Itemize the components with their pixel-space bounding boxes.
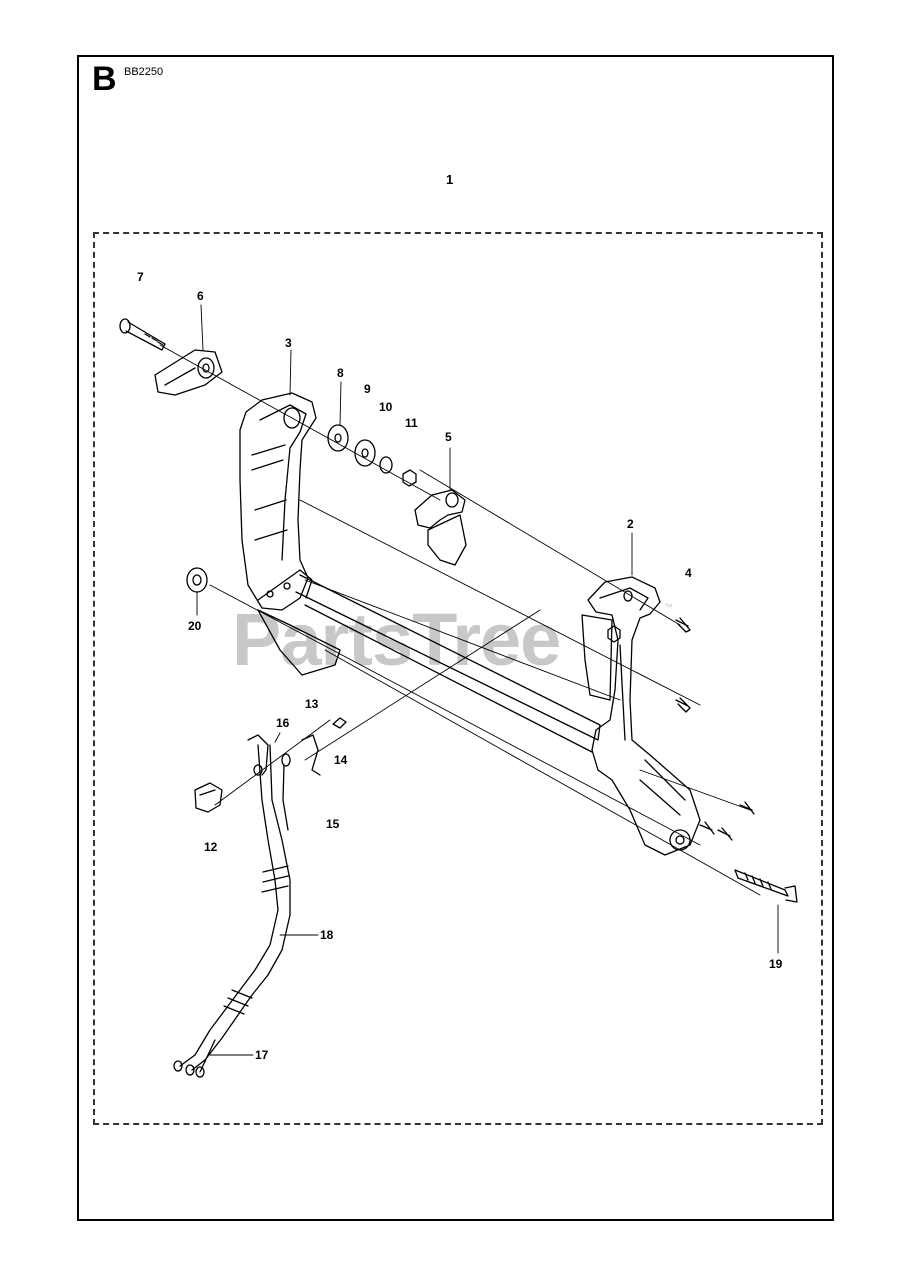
callout-9: 9 — [364, 382, 371, 396]
cable-part-18 — [173, 744, 291, 1078]
small-parts-13-16 — [247, 717, 347, 776]
callout-leaders — [196, 304, 779, 1056]
callout-2: 2 — [627, 517, 634, 531]
callout-13: 13 — [305, 697, 319, 711]
callout-12: 12 — [204, 840, 218, 854]
callout-8: 8 — [337, 366, 344, 380]
callout-16: 16 — [276, 716, 290, 730]
leader-lines — [159, 344, 761, 896]
frame-bracket-part-2 — [581, 576, 701, 856]
callout-3: 3 — [285, 336, 292, 350]
callout-19: 19 — [769, 957, 783, 971]
assembly-boundary — [93, 232, 823, 1125]
callout-6: 6 — [197, 289, 204, 303]
callout-11: 11 — [405, 416, 418, 430]
handle-part-5 — [414, 489, 467, 566]
callout-20: 20 — [188, 619, 202, 633]
callout-5: 5 — [445, 430, 452, 444]
frame-bar — [257, 574, 601, 753]
clamp-part-6 — [154, 349, 223, 396]
callout-4: 4 — [685, 566, 692, 580]
page-frame — [77, 55, 834, 1221]
frame-bracket-part-3 — [239, 392, 317, 611]
washers-parts-8-11 — [327, 424, 417, 487]
watermark-trademark: ™ — [664, 602, 673, 612]
callout-18: 18 — [320, 928, 334, 942]
screw-part-19 — [734, 869, 798, 903]
section-letter: B — [92, 60, 117, 98]
nut-part-20 — [186, 567, 208, 593]
assembly-number: 1 — [446, 172, 454, 187]
clip-part-12 — [194, 782, 223, 813]
callout-10: 10 — [379, 400, 393, 414]
callout-15: 15 — [326, 817, 340, 831]
callout-7: 7 — [137, 270, 144, 284]
screws-part-4 — [607, 617, 755, 841]
diagram-code: BB2250 — [124, 66, 164, 78]
callout-17: 17 — [255, 1048, 269, 1062]
bolt-part-7 — [119, 318, 166, 351]
callout-14: 14 — [334, 753, 348, 767]
